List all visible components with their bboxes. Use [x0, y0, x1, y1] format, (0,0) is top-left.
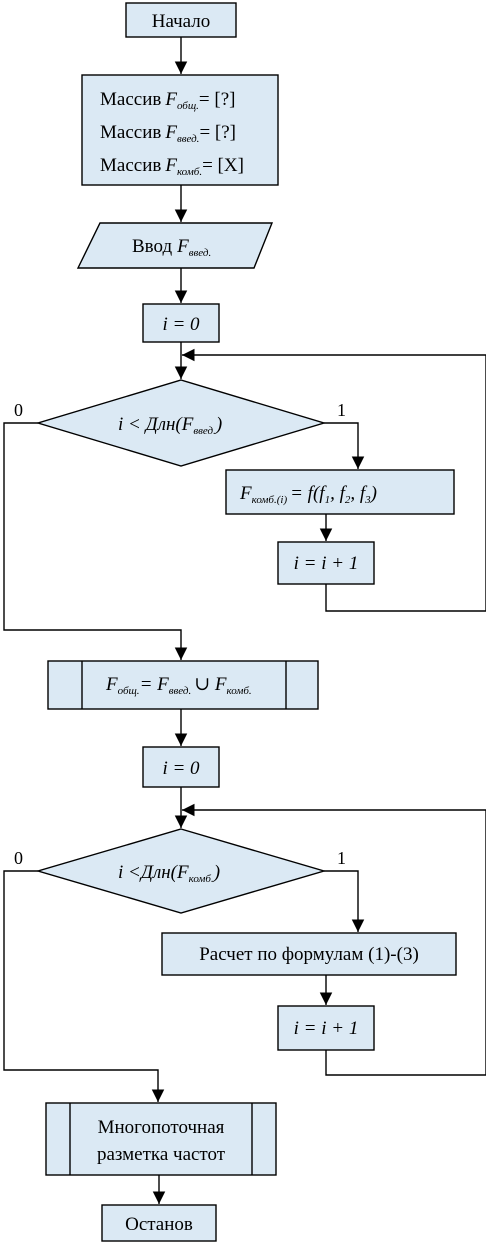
- calc-label: Расчет по формулам (1)-(3): [199, 944, 419, 965]
- loop1-yes-label: 1: [337, 400, 346, 420]
- union-formula: Fобщ.= Fввед.∪ Fкомб.: [105, 674, 252, 697]
- markup-block: [45, 1102, 277, 1176]
- loop2-no-connector: [3, 870, 165, 1102]
- assign-formula: Fкомб.(i)= f(f1, f2, f3): [239, 483, 377, 506]
- stop-label: Останов: [125, 1214, 193, 1235]
- loop2-condition: i <Длн(Fкомб.): [118, 862, 220, 885]
- stop-terminal: [101, 1204, 217, 1242]
- increment2-block: [277, 1005, 375, 1051]
- loop1-back-connector: [182, 348, 486, 612]
- loop1-no-connector: [3, 422, 188, 660]
- loop1-condition: i < Длн(Fввед.): [118, 414, 222, 437]
- input-parallelogram: [76, 222, 274, 269]
- start-label: Начало: [152, 11, 211, 32]
- calc-block: [161, 932, 457, 976]
- increment-block: [277, 541, 375, 585]
- init2-label: i = 0: [162, 758, 200, 779]
- loop1-no-label: 0: [14, 400, 23, 420]
- increment2-label: i = i + 1: [294, 1018, 359, 1039]
- loop2-decision: [35, 828, 327, 914]
- loop2-back-connector: [182, 803, 486, 1076]
- markup-label-line2: разметка частот: [97, 1144, 226, 1165]
- loop2-yes-connector: [324, 870, 365, 932]
- start-terminal: [125, 2, 237, 38]
- init2-block: [142, 746, 220, 788]
- increment-label: i = i + 1: [294, 553, 359, 574]
- init-block: [142, 303, 220, 343]
- loop2-yes-label: 1: [337, 848, 346, 868]
- markup-label-line1: Многопоточная: [98, 1117, 225, 1138]
- loop2-no-label: 0: [14, 848, 23, 868]
- init-label: i = 0: [162, 314, 200, 335]
- union-block: [47, 660, 319, 710]
- loop1-yes-connector: [324, 422, 365, 469]
- loop1-decision: [35, 379, 327, 467]
- arrays-block: [81, 74, 279, 186]
- assign-block: [225, 469, 455, 515]
